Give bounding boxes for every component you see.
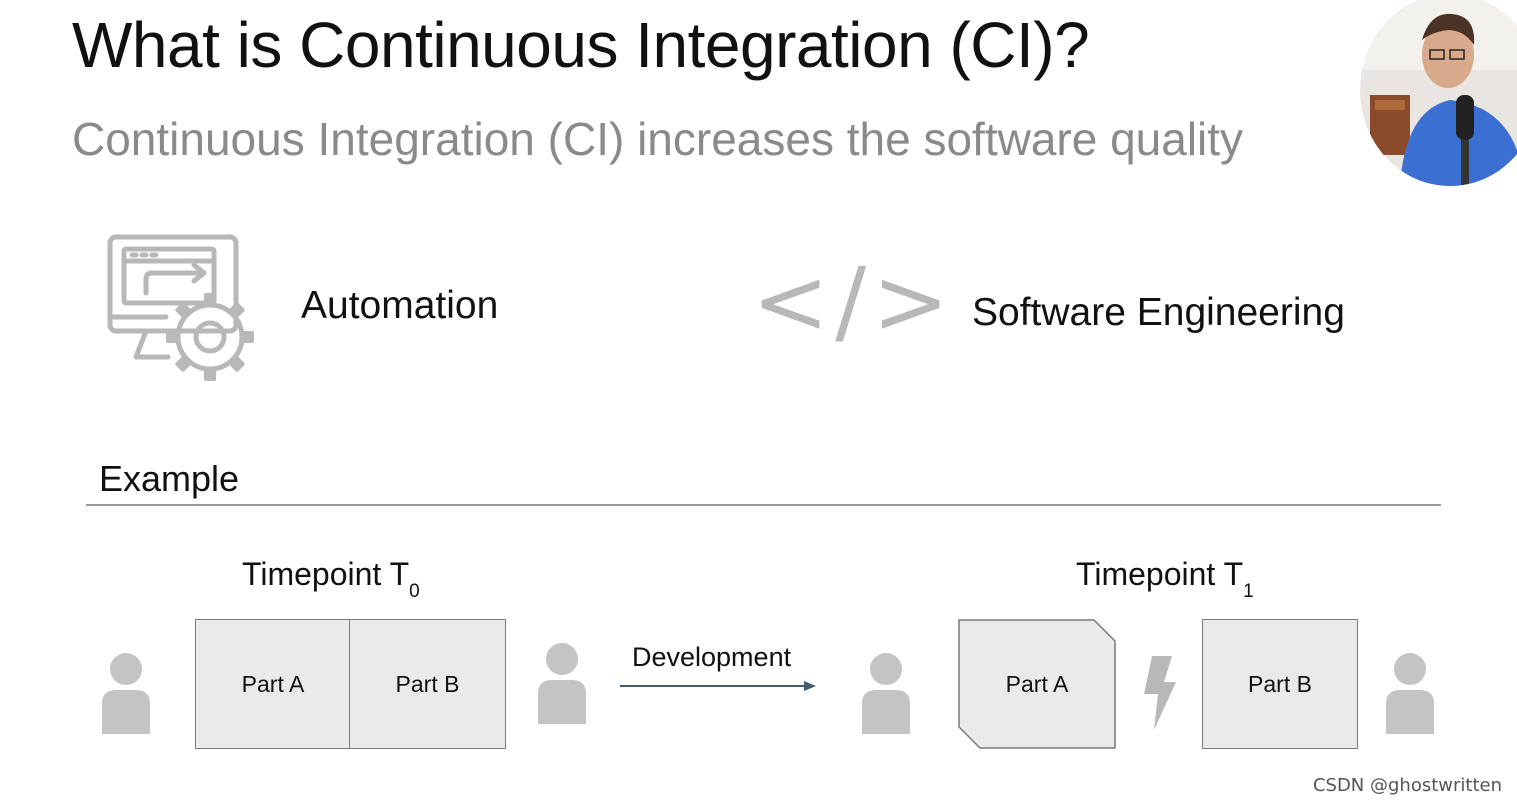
lightning-bolt-icon	[1144, 656, 1176, 730]
t1-part-b-label: Part B	[1248, 670, 1312, 697]
feature-label-automation: Automation	[301, 284, 499, 327]
example-heading: Example	[99, 458, 240, 499]
person-icon	[862, 653, 910, 734]
person-icon	[1386, 653, 1434, 734]
watermark: CSDN @ghostwritten	[1312, 775, 1502, 796]
feature-label-software-engineering: Software Engineering	[972, 291, 1345, 334]
t0-part-a-label: Part A	[241, 670, 305, 697]
t0-part-a-box: Part A	[195, 619, 351, 749]
t1-part-a-shape	[958, 619, 1116, 749]
person-icon	[102, 653, 150, 734]
arrow-right-icon	[620, 681, 816, 691]
slide-title: What is Continuous Integration (CI)?	[72, 9, 1090, 81]
t0-part-b-box: Part B	[349, 619, 506, 749]
timepoint-t1-label: Timepoint T1	[1076, 556, 1254, 602]
t1-part-a-label: Part A	[1005, 670, 1069, 697]
code-brackets-icon: </>	[752, 248, 956, 355]
t1-part-b-box: Part B	[1202, 619, 1358, 749]
person-icon	[538, 643, 586, 724]
t0-part-b-label: Part B	[395, 670, 460, 697]
divider	[86, 504, 1441, 506]
presenter-webcam	[1360, 0, 1517, 186]
t1-part-a-box: Part A	[958, 619, 1116, 749]
slide-subtitle: Continuous Integration (CI) increases th…	[72, 113, 1244, 165]
monitor-gear-icon	[107, 234, 254, 381]
development-label: Development	[632, 642, 792, 672]
timepoint-t0-label: Timepoint T0	[242, 556, 420, 602]
